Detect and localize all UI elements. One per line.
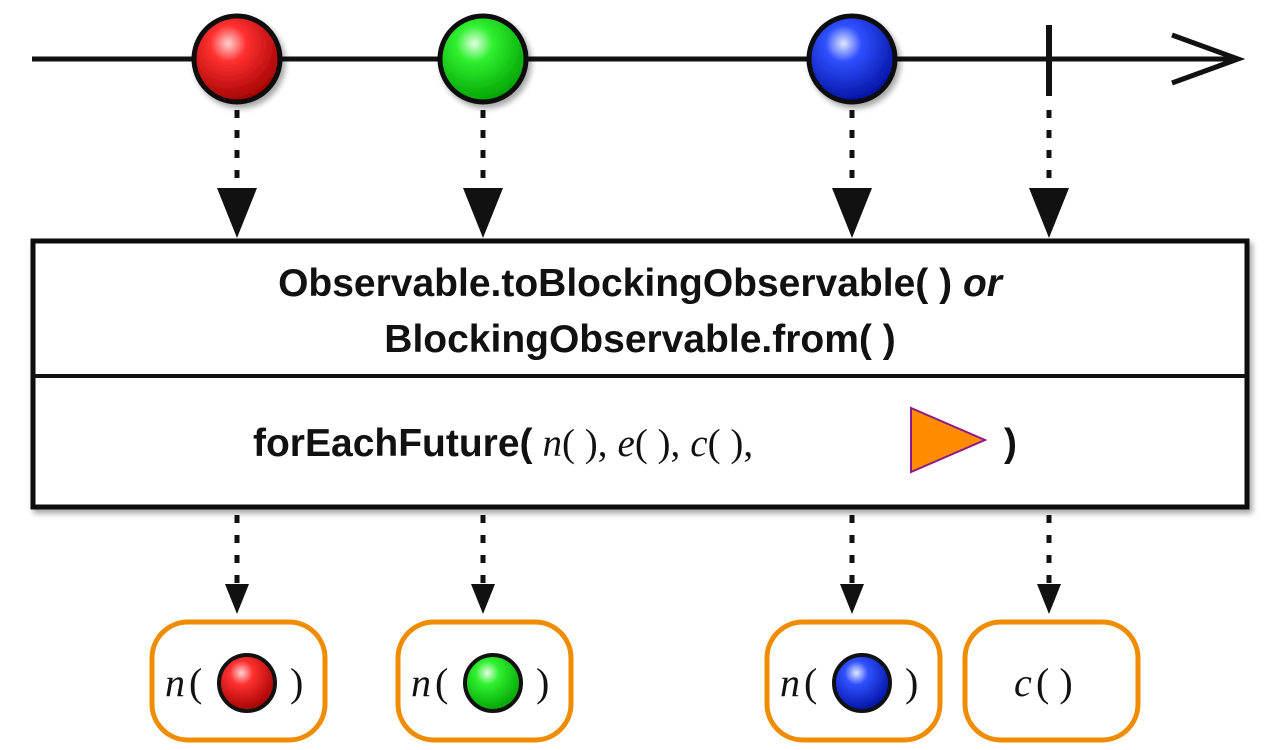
output-marble-green <box>463 653 523 713</box>
output-box-red: n ( ) <box>149 619 328 743</box>
marble-blue <box>806 13 898 105</box>
output-fn-label: c <box>1014 660 1032 705</box>
output-box-green: n ( ) <box>395 619 574 743</box>
output-marble-red <box>217 653 277 713</box>
output-arrowhead-blue <box>840 584 864 614</box>
output-arrowhead-green <box>471 584 495 614</box>
output-arrowheads <box>225 584 1061 614</box>
operator-title-line1: Observable.toBlockingObservable( ) or <box>278 262 1004 305</box>
output-fn-args: ( ) <box>1036 660 1073 705</box>
operator-box: Observable.toBlockingObservable( ) or Bl… <box>30 238 1250 510</box>
output-box-complete: c ( ) <box>962 619 1141 743</box>
output-box-blue: n ( ) <box>764 619 943 743</box>
output-fn-label: n <box>411 660 431 705</box>
method-close-paren: ) <box>1004 422 1017 465</box>
output-close-paren: ) <box>290 660 303 705</box>
output-fn-label: n <box>165 660 185 705</box>
output-arrows <box>234 515 1052 584</box>
output-arrowhead-complete <box>1037 584 1061 614</box>
timeline-arrowhead <box>1171 32 1246 86</box>
output-close-paren: ) <box>905 660 918 705</box>
output-open-paren: ( <box>804 660 817 705</box>
input-arrowhead-red <box>217 188 257 238</box>
operator-title-line2: BlockingObservable.from( ) <box>384 318 895 361</box>
input-arrowhead-complete <box>1029 188 1069 238</box>
input-arrowhead-blue <box>832 188 872 238</box>
future-triangle-icon <box>910 406 988 474</box>
source-timeline <box>32 13 1246 105</box>
output-close-paren: ) <box>536 660 549 705</box>
output-open-paren: ( <box>435 660 448 705</box>
output-arrowhead-red <box>225 584 249 614</box>
output-open-paren: ( <box>189 660 202 705</box>
marble-red <box>191 13 283 105</box>
output-marble-blue <box>832 653 892 713</box>
operator-method-signature: forEachFuture(n( ),e( ),c( ), <box>253 422 753 465</box>
input-arrowheads <box>217 188 1069 238</box>
output-fn-label: n <box>780 660 800 705</box>
input-arrows <box>234 110 1052 188</box>
marble-green <box>437 13 529 105</box>
input-arrowhead-green <box>463 188 503 238</box>
